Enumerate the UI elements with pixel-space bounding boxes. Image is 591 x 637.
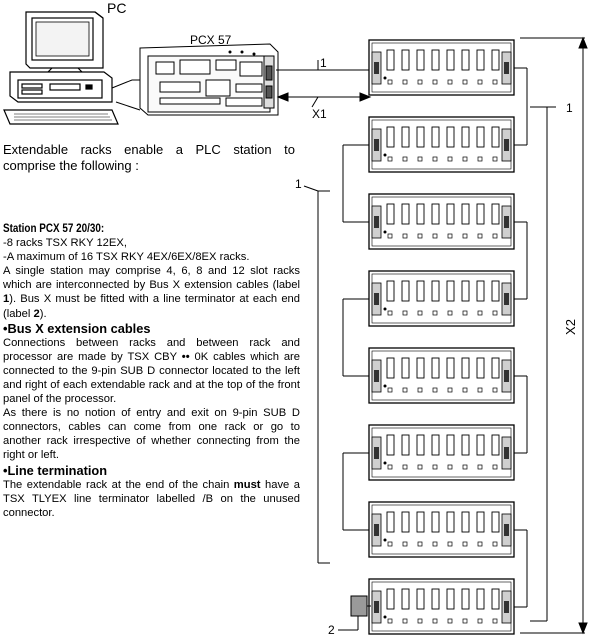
pc-label: PC bbox=[107, 0, 127, 16]
label-ref-2: 2 bbox=[33, 307, 40, 320]
line-termination-a: The extendable rack at the end of the ch… bbox=[3, 478, 234, 491]
extendable-rack bbox=[368, 578, 515, 635]
bus-x-heading: •Bus X extension cables bbox=[3, 320, 151, 336]
extendable-rack bbox=[368, 116, 515, 173]
bus-x-cables bbox=[342, 67, 528, 608]
label-1-left-bracket bbox=[303, 185, 330, 564]
bus-x-paragraph-1-a: Connections between racks and between ra… bbox=[3, 336, 300, 363]
cable-number-1-right: 1 bbox=[566, 101, 573, 115]
pcx57-label: PCX 57 bbox=[190, 33, 232, 47]
intro-text: Extendable racks enable a PLC station to… bbox=[3, 142, 295, 173]
rack-stack bbox=[368, 39, 515, 635]
line-terminator bbox=[338, 595, 371, 631]
line-termination-b: have a TSX TLYEX line terminator labelle… bbox=[3, 478, 300, 519]
x2-dimension-arrow bbox=[520, 36, 588, 635]
extendable-rack bbox=[368, 424, 515, 481]
extendable-rack bbox=[368, 270, 515, 327]
station-heading: Station PCX 57 20/30: bbox=[3, 223, 105, 235]
label-1-right-bracket bbox=[530, 106, 556, 622]
pc-illustration bbox=[3, 11, 141, 125]
station-line-1: -8 racks TSX RKY 12EX, bbox=[3, 237, 127, 250]
station-paragraph-c: ). bbox=[39, 307, 47, 320]
x1-label: X1 bbox=[312, 107, 327, 121]
cable-number-1-top: 1 bbox=[320, 56, 327, 70]
bus-x-paragraph-1: Connections between racks and between ra… bbox=[3, 336, 300, 406]
station-paragraph-a: A single station may comprise 4, 6, 8 an… bbox=[3, 265, 300, 292]
pcx57-card bbox=[139, 43, 279, 116]
station-paragraph: A single station may comprise 4, 6, 8 an… bbox=[3, 264, 300, 320]
bus-x-paragraph-1-b: 0K cables which are connected to the 9-p… bbox=[3, 350, 300, 406]
extendable-rack bbox=[368, 39, 515, 96]
cable-label-1-top bbox=[276, 60, 369, 71]
station-paragraph-b: ). Bus X must be fitted with a line term… bbox=[3, 293, 300, 320]
label-ref-1: 1 bbox=[3, 293, 10, 306]
terminator-number-2: 2 bbox=[328, 623, 335, 637]
bus-x-dots: •• bbox=[181, 350, 190, 363]
station-line-2: -A maximum of 16 TSX RKY 4EX/6EX/8EX rac… bbox=[3, 251, 250, 264]
line-termination-must: must bbox=[233, 478, 261, 491]
extendable-rack bbox=[368, 501, 515, 558]
line-termination-paragraph: The extendable rack at the end of the ch… bbox=[3, 478, 300, 520]
bus-x-paragraph-2: As there is no notion of entry and exit … bbox=[3, 407, 300, 462]
x2-label: X2 bbox=[562, 319, 578, 335]
line-termination-heading: •Line termination bbox=[3, 462, 108, 478]
x1-dimension-arrow bbox=[276, 92, 372, 108]
extendable-rack bbox=[368, 193, 515, 250]
extendable-rack bbox=[368, 347, 515, 404]
description-body: Station PCX 57 20/30: -8 racks TSX RKY 1… bbox=[3, 222, 300, 520]
cable-number-1-left: 1 bbox=[295, 177, 302, 191]
